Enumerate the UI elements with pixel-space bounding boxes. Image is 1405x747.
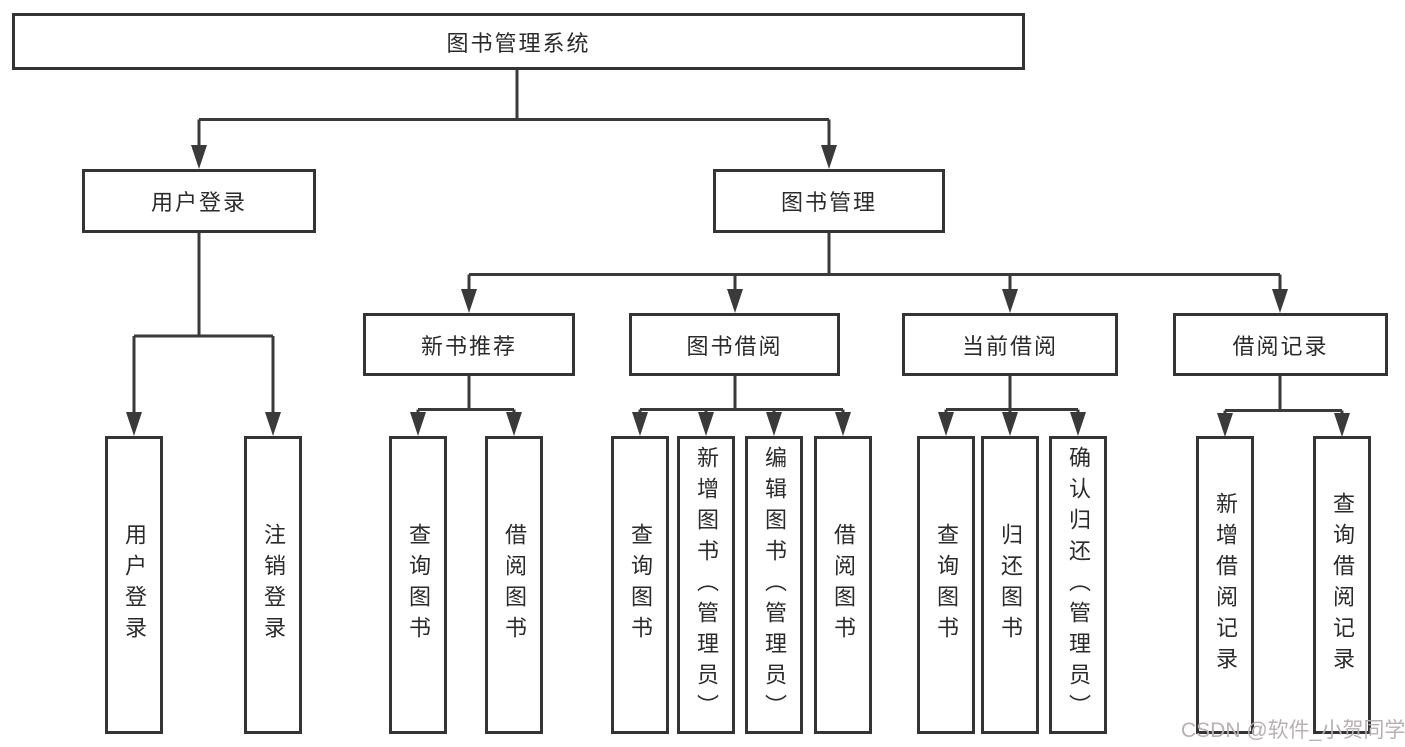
leaf-user-login-label: 用户登录 xyxy=(122,523,147,647)
leaf-confirm-return-admin: 确认归还（管理员） xyxy=(1049,436,1107,734)
node-book-borrow-label: 图书借阅 xyxy=(686,333,783,359)
csdn-watermark: CSDN @软件_小贺同学 xyxy=(1181,719,1405,742)
root-node-library-system: 图书管理系统 xyxy=(12,13,1025,70)
leaf-add-book-admin-label: 新增图书（管理员） xyxy=(694,445,719,725)
leaf-query-book-recommend-label: 查询图书 xyxy=(406,523,431,647)
node-user-login-label: 用户登录 xyxy=(150,190,247,215)
leaf-query-book-current-label: 查询图书 xyxy=(934,523,959,647)
leaf-query-book-recommend: 查询图书 xyxy=(389,436,447,734)
leaf-borrow-book-recommend-label: 借阅图书 xyxy=(502,523,527,647)
leaf-query-book-current: 查询图书 xyxy=(917,436,975,734)
leaf-add-borrow-record-label: 新增借阅记录 xyxy=(1213,492,1238,678)
leaf-borrow-book: 借阅图书 xyxy=(814,436,872,734)
leaf-add-book-admin: 新增图书（管理员） xyxy=(677,436,735,734)
leaf-query-borrow-record-label: 查询借阅记录 xyxy=(1330,492,1355,678)
leaf-query-book-borrow-label: 查询图书 xyxy=(628,523,653,647)
leaf-borrow-book-label: 借阅图书 xyxy=(831,523,856,647)
leaf-return-book: 归还图书 xyxy=(981,436,1039,734)
leaf-confirm-return-admin-label: 确认归还（管理员） xyxy=(1066,445,1091,725)
node-borrow-records-label: 借阅记录 xyxy=(1232,333,1329,359)
leaf-query-book-borrow: 查询图书 xyxy=(611,436,669,734)
leaf-logout-login-label: 注销登录 xyxy=(261,523,286,647)
leaf-user-login: 用户登录 xyxy=(105,436,163,734)
node-book-management-label: 图书管理 xyxy=(780,190,877,215)
node-book-management: 图书管理 xyxy=(713,169,945,233)
node-new-book-recommend-label: 新书推荐 xyxy=(420,333,517,359)
leaf-return-book-label: 归还图书 xyxy=(998,523,1023,647)
node-book-borrow: 图书借阅 xyxy=(629,313,840,376)
root-node-label: 图书管理系统 xyxy=(446,30,591,56)
node-borrow-records: 借阅记录 xyxy=(1173,313,1388,376)
node-current-borrow: 当前借阅 xyxy=(902,313,1118,376)
leaf-edit-book-admin: 编辑图书（管理员） xyxy=(745,436,803,734)
leaf-logout-login: 注销登录 xyxy=(244,436,302,734)
leaf-edit-book-admin-label: 编辑图书（管理员） xyxy=(762,445,787,725)
leaf-borrow-book-recommend: 借阅图书 xyxy=(485,436,543,734)
node-current-borrow-label: 当前借阅 xyxy=(961,333,1058,359)
node-new-book-recommend: 新书推荐 xyxy=(363,313,575,376)
leaf-query-borrow-record: 查询借阅记录 xyxy=(1313,436,1371,734)
node-user-login: 用户登录 xyxy=(82,169,316,233)
leaf-add-borrow-record: 新增借阅记录 xyxy=(1196,436,1254,734)
